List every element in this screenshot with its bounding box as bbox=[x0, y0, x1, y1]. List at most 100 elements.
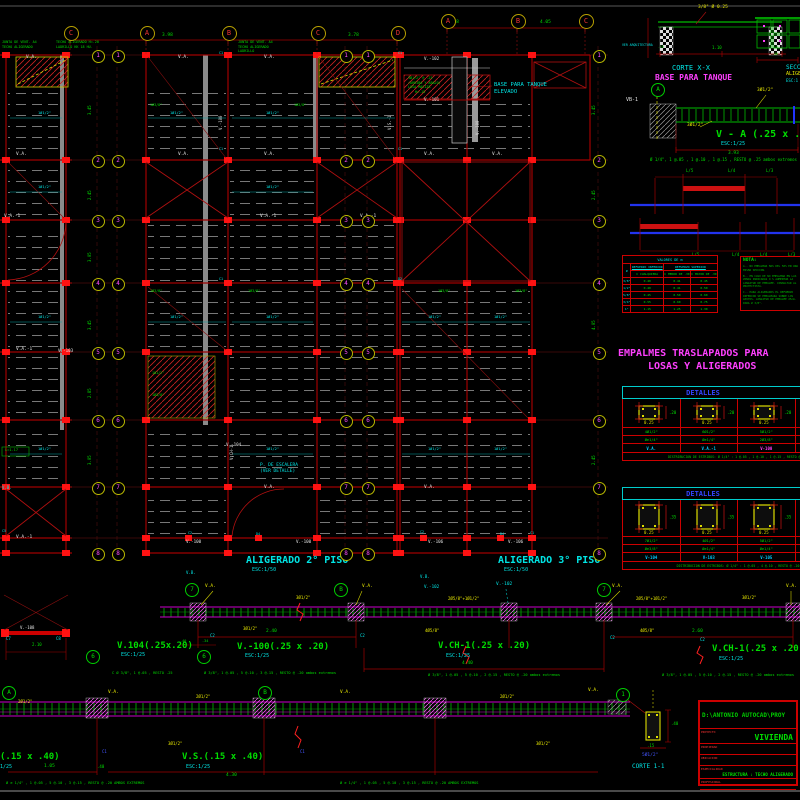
beam-section-sketch: .200.25 bbox=[750, 402, 792, 425]
cad-text-label: 4.05 bbox=[591, 320, 596, 330]
cad-text-label: V.S.-1 bbox=[387, 115, 392, 130]
cad-text-label: ALIGERADO 3° PISO bbox=[498, 555, 601, 566]
grid-bubble: 4 bbox=[361, 277, 375, 291]
cad-text-label: V.A. bbox=[264, 485, 275, 490]
estribos-note: DISTRIBUCION DE ESTRIBOS: Ø 1/4" : 1 @.0… bbox=[622, 562, 800, 570]
cad-text-label: .40 bbox=[772, 52, 778, 56]
table-cell: 0.60 bbox=[689, 291, 719, 299]
cad-text-label: ESC:1/25 bbox=[446, 653, 471, 659]
cad-text-label: 3Ø1/2" bbox=[168, 741, 183, 746]
generated-linework bbox=[0, 5, 800, 792]
cad-text-label: 1Ø3/8" bbox=[152, 393, 165, 397]
table-cell: REFUERZO SUPERIOR bbox=[662, 263, 719, 271]
cad-text-label: EMPALMES TRASLAPADOS PARA bbox=[618, 348, 769, 359]
cad-text-label: C7 bbox=[6, 636, 11, 641]
detalles-title: DETALLES bbox=[686, 489, 720, 498]
grid-bubble: 7 bbox=[111, 481, 125, 495]
grid-bubble: 7 bbox=[185, 583, 199, 597]
cad-text-label: V.A.-1 bbox=[16, 535, 33, 540]
cad-text-label: 4Ø5/8" bbox=[425, 628, 440, 633]
svg-text:.35: .35 bbox=[727, 515, 735, 520]
cad-text-label: BASE PARA TANQUE bbox=[494, 82, 547, 88]
cad-text-label: C Ø 3/8", 1 @.05 , RESTO .25 bbox=[112, 671, 173, 675]
cad-text-label: C1 bbox=[219, 147, 224, 151]
grid-bubble: 5 bbox=[91, 346, 105, 360]
cad-text-label: 1Ø1/2" bbox=[38, 315, 51, 319]
cad-text-label: V.A. bbox=[786, 584, 797, 589]
table-cell: 0.41 bbox=[662, 277, 691, 285]
bars-bottom: 2Ø3/8" bbox=[738, 435, 795, 443]
cad-text-label: V.-101 bbox=[424, 97, 440, 102]
file-path: D:\ANTONIO AUTOCAD\PROY bbox=[700, 702, 796, 729]
cad-text-label: 1Ø1/2" bbox=[266, 111, 279, 115]
cad-text-label: V.CH-1(.25 x .20) bbox=[438, 641, 531, 651]
beam-name: V.A. bbox=[623, 443, 680, 452]
table-cell: 1.25 bbox=[662, 305, 691, 313]
svg-text:0.25: 0.25 bbox=[702, 420, 712, 425]
grid-bubble: 8 bbox=[91, 547, 105, 561]
cad-text-label: 1Ø1/2" bbox=[494, 447, 507, 451]
grid-bubble: 3 bbox=[361, 214, 375, 228]
bars-bottom: Øe1/4" bbox=[738, 544, 795, 552]
cad-text-label: Ø 3/8", 1 @.05 , 5 @.10 , 3 @.15 , RESTO… bbox=[204, 671, 336, 675]
grid-bubble: 4 bbox=[339, 277, 353, 291]
grid-bubble: 6 bbox=[86, 650, 100, 664]
table-cell: 0.60 bbox=[662, 298, 691, 306]
nota-item: A.- NO EMPALMAR MAS DEL 50% EN UNA MISMA… bbox=[743, 264, 799, 272]
grid-bubble: 1 bbox=[91, 49, 105, 63]
svg-text:0.25: 0.25 bbox=[644, 530, 654, 535]
cad-text-label: V.CH-1 bbox=[229, 445, 234, 460]
grid-bubble: 7 bbox=[91, 481, 105, 495]
cad-text-label: V.A. bbox=[178, 152, 189, 157]
nota-item: C.- PARA ALIGERADOS EL REFUERZO INFERIOR… bbox=[743, 290, 797, 305]
title-block-row: PROFESIONAL bbox=[700, 779, 796, 790]
estribos-note: DISTRIBUCION DE ESTRIBOS: Ø 1/4" : 1 @.0… bbox=[622, 453, 800, 461]
cad-text-label: 2Ø5/8"+1Ø1/2" bbox=[636, 596, 668, 601]
cad-text-label: 3.05 bbox=[87, 252, 92, 262]
cad-text-label: C2 bbox=[610, 635, 615, 640]
bars-bottom: 2Ø1/2" bbox=[795, 435, 800, 443]
table-cell: h MAYOR DE .30 bbox=[689, 270, 719, 278]
cad-text-label: 1Ø1/2" bbox=[428, 447, 441, 451]
grid-bubble: 8 bbox=[592, 547, 606, 561]
cad-text-label: H=.15 bbox=[415, 89, 426, 94]
table-cell: 0.50 bbox=[662, 291, 691, 299]
cad-text-label: TECHO ALIGERADO H=.20 bbox=[56, 40, 99, 44]
cad-text-label: ESC:1/50 bbox=[252, 567, 277, 573]
cad-text-label: .40 bbox=[180, 639, 187, 643]
cad-text-label: 5Ø1/2" bbox=[642, 753, 659, 758]
table-cell: Ø bbox=[621, 263, 632, 278]
cad-text-label: V.A.-1 bbox=[260, 214, 277, 219]
cad-text-label: VB-1 bbox=[626, 97, 639, 103]
grid-bubble: B bbox=[334, 583, 348, 597]
cad-text-label: L/4 bbox=[728, 168, 736, 173]
cad-text-label: 1Ø3/8" bbox=[294, 103, 307, 107]
bars-bottom: Øe3/8" bbox=[623, 544, 680, 552]
cad-text-label: C1 bbox=[398, 51, 403, 55]
title-block-label: PROPIEDAD bbox=[701, 745, 718, 749]
grid-bubble: A bbox=[440, 13, 456, 29]
grid-bubble: 1 bbox=[592, 49, 606, 63]
cad-text-label: L/3 bbox=[788, 252, 796, 257]
grid-bubble: 7 bbox=[339, 481, 353, 495]
svg-text:0.25: 0.25 bbox=[702, 530, 712, 535]
cad-text-label: BASE PARA TANQUE bbox=[655, 73, 733, 82]
cad-text-label: .34 bbox=[202, 639, 209, 643]
cad-text-label: CORTE 1-1 bbox=[632, 763, 665, 770]
cad-text-label: 1Ø3/8" bbox=[150, 103, 163, 107]
svg-text:.20: .20 bbox=[669, 410, 677, 415]
bars-top: 7Ø1/2" bbox=[623, 536, 680, 544]
cad-text-label: 3Ø1/2" bbox=[742, 595, 757, 600]
cad-text-label: 3.45 bbox=[87, 320, 92, 330]
grid-bubble: 6 bbox=[592, 414, 606, 428]
grid-bubble: 6 bbox=[91, 414, 105, 428]
cad-text-label: V.A. bbox=[424, 152, 435, 157]
cad-text-label: C5 bbox=[2, 529, 7, 533]
